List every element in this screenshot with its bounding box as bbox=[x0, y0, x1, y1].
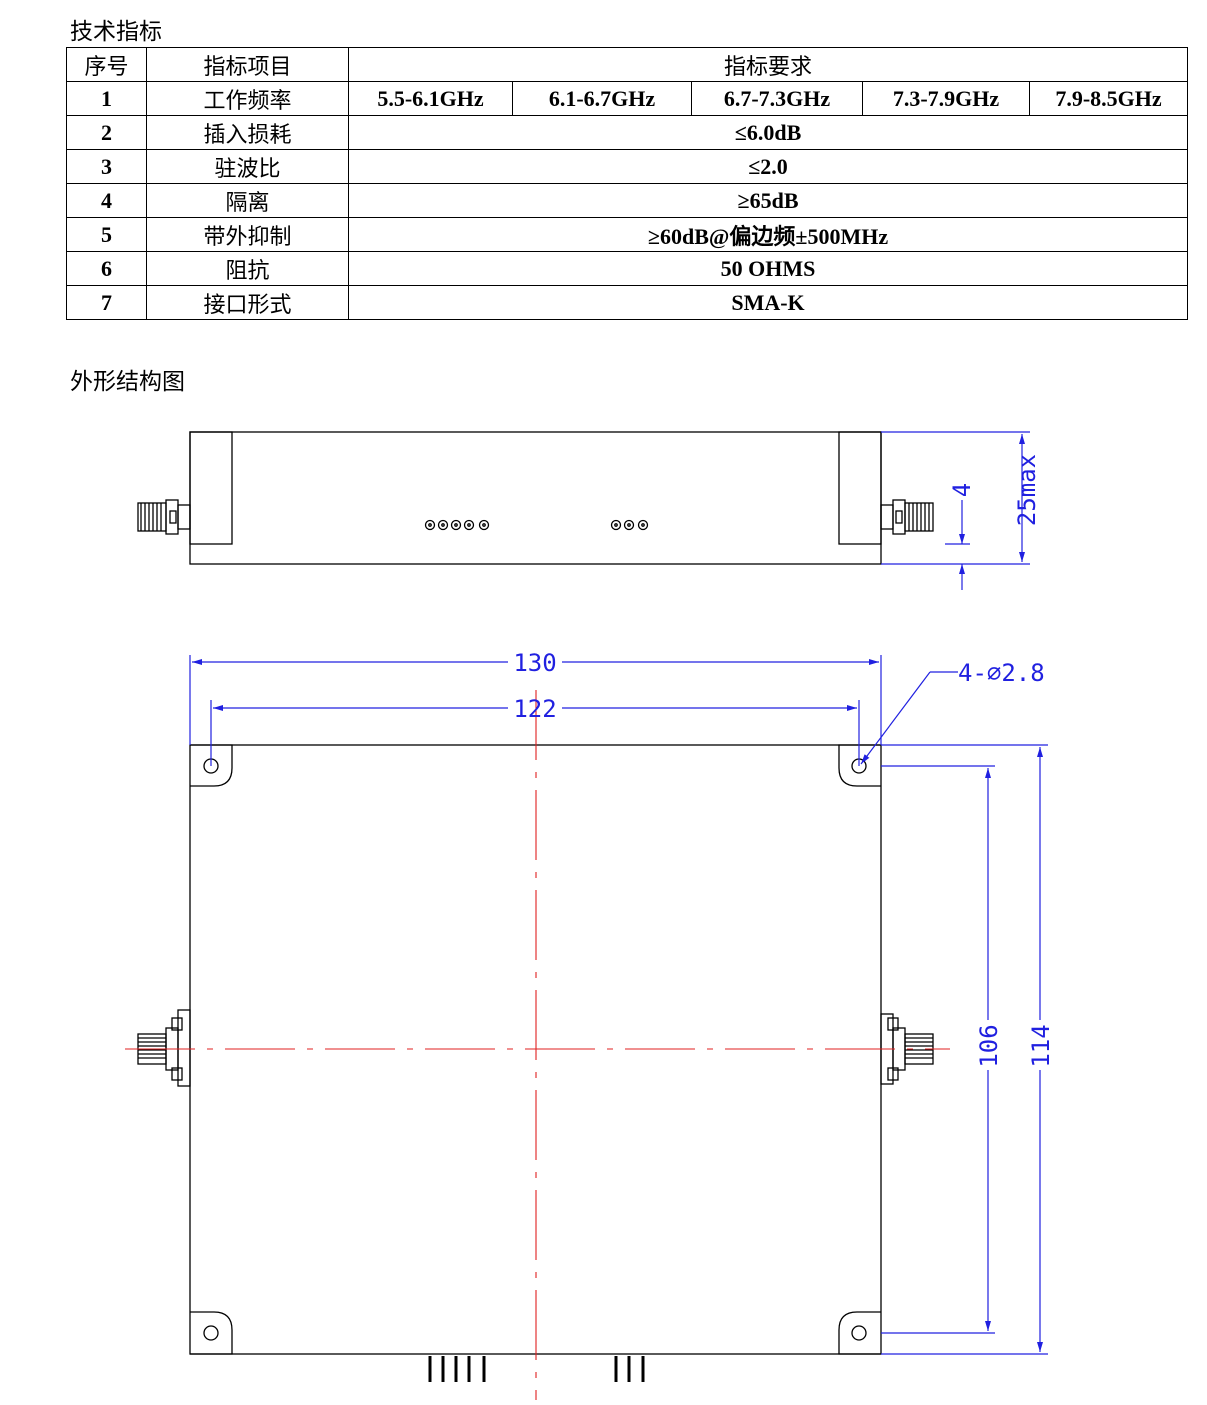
table-row: 5 带外抑制 ≥60dB@偏边频±500MHz bbox=[66, 217, 1189, 252]
side-view-dimensions bbox=[881, 431, 1030, 590]
dim-connector-height-label: 4 bbox=[948, 483, 976, 497]
row-item: 隔离 bbox=[146, 183, 349, 218]
row-value: 50 OHMS bbox=[347, 251, 1189, 286]
row-value: 7.9-8.5GHz bbox=[1028, 81, 1189, 116]
mount-tab-tl bbox=[190, 744, 233, 787]
row-item: 带外抑制 bbox=[146, 217, 349, 252]
row-item: 接口形式 bbox=[146, 285, 349, 320]
table-row: 7 接口形式 SMA-K bbox=[66, 285, 1189, 320]
row-value: ≥60dB@偏边频±500MHz bbox=[347, 217, 1189, 252]
table-row: 3 驻波比 ≤2.0 bbox=[66, 149, 1189, 184]
row-item: 阻抗 bbox=[146, 251, 349, 286]
dim-height-label: 25max bbox=[1013, 454, 1041, 526]
row-item: 插入损耗 bbox=[146, 115, 349, 150]
header-requirement: 指标要求 bbox=[347, 47, 1189, 82]
mount-tab-br bbox=[838, 1311, 881, 1355]
top-left-connector-icon bbox=[137, 1009, 191, 1087]
table-row: 4 隔离 ≥65dB bbox=[66, 183, 1189, 218]
spec-table: 序号 指标项目 指标要求 1 工作频率 5.5-6.1GHz 6.1-6.7GH… bbox=[66, 47, 1189, 320]
top-view-dimensions bbox=[189, 655, 1048, 1355]
side-right-connector-icon bbox=[880, 499, 934, 535]
side-view-right-block bbox=[838, 431, 882, 545]
dim-overall-length-label: 130 bbox=[513, 649, 556, 677]
mount-tab-tr bbox=[838, 744, 881, 787]
mount-tab-bl bbox=[190, 1311, 233, 1355]
section-title-spec: 技术指标 bbox=[70, 19, 162, 45]
dim-hole-spec-label: 4-∅2.8 bbox=[958, 659, 1045, 687]
row-value: 6.7-7.3GHz bbox=[691, 81, 863, 116]
row-value: ≥65dB bbox=[347, 183, 1189, 218]
row-index: 1 bbox=[66, 81, 147, 116]
side-view-left-block bbox=[189, 431, 233, 545]
row-item: 驻波比 bbox=[146, 149, 349, 184]
row-index: 6 bbox=[66, 251, 147, 286]
mount-hole-icon bbox=[851, 1325, 867, 1341]
side-view bbox=[137, 431, 934, 565]
row-value: SMA-K bbox=[347, 285, 1189, 320]
centerlines bbox=[125, 690, 950, 1400]
side-left-connector-icon bbox=[137, 499, 191, 535]
side-pins-group-3 bbox=[610, 519, 649, 531]
row-index: 3 bbox=[66, 149, 147, 184]
row-index: 4 bbox=[66, 183, 147, 218]
section-title-drawing: 外形结构图 bbox=[70, 369, 185, 395]
side-pins-group-5 bbox=[424, 519, 490, 531]
dim-hole-spacing-y-label: 106 bbox=[975, 1024, 1003, 1067]
bottom-pins bbox=[428, 1356, 645, 1382]
dim-hole-spacing-x-label: 122 bbox=[513, 695, 556, 723]
table-row: 6 阻抗 50 OHMS bbox=[66, 251, 1189, 286]
header-index: 序号 bbox=[66, 47, 147, 82]
mount-hole-icon bbox=[203, 1325, 219, 1341]
side-view-body bbox=[189, 431, 882, 565]
dim-overall-width-label: 114 bbox=[1027, 1024, 1055, 1067]
